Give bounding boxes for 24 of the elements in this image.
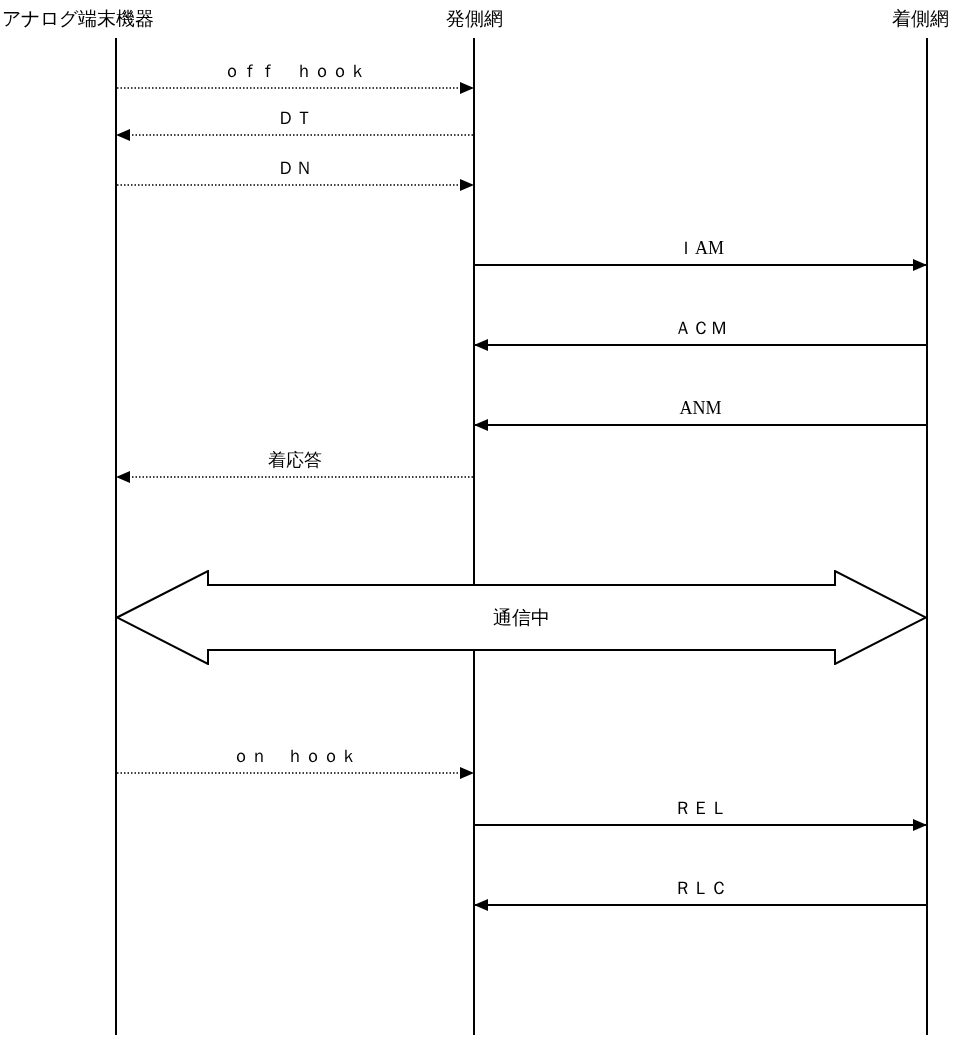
arrow <box>116 129 474 141</box>
arrow <box>116 767 474 779</box>
arrow <box>474 419 927 431</box>
participant-label: アナログ端末機器 <box>1 6 155 30</box>
arrow <box>116 82 474 94</box>
arrow <box>474 339 927 351</box>
edge-label: 着応答 <box>268 449 322 471</box>
edge-label: ANM <box>679 397 722 419</box>
edge-label: ＤＴ <box>277 107 313 129</box>
arrow <box>474 819 927 831</box>
arrow <box>474 259 927 271</box>
arrow <box>116 471 474 483</box>
arrow <box>474 899 927 911</box>
edge-label: ＩAM <box>677 237 724 259</box>
edge-label: ＤＮ <box>277 157 313 179</box>
phase-label: 通信中 <box>493 605 550 631</box>
edge-label: ＡＣＭ <box>673 317 728 339</box>
edge-label: ｏｆｆ ｈｏｏｋ <box>223 60 367 82</box>
edge-label: ｏｎ ｈｏｏｋ <box>232 745 358 767</box>
edge-label: ＲＥＬ <box>673 797 728 819</box>
participant-label: 着側網 <box>891 6 950 30</box>
edge-label: ＲＬＣ <box>673 877 728 899</box>
participant-label: 発側網 <box>444 6 504 30</box>
arrow <box>116 179 474 191</box>
